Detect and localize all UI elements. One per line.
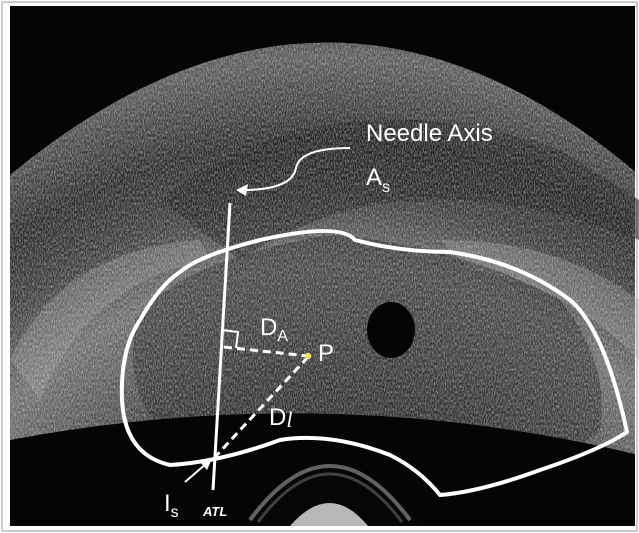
point-label: P	[318, 340, 334, 367]
needle-axis-label: Needle Axis	[366, 120, 493, 147]
atl-logo: ATL	[202, 504, 227, 519]
dark-lesion	[367, 302, 415, 358]
entry-distance-label: Dl	[269, 404, 292, 432]
target-point	[305, 353, 311, 359]
